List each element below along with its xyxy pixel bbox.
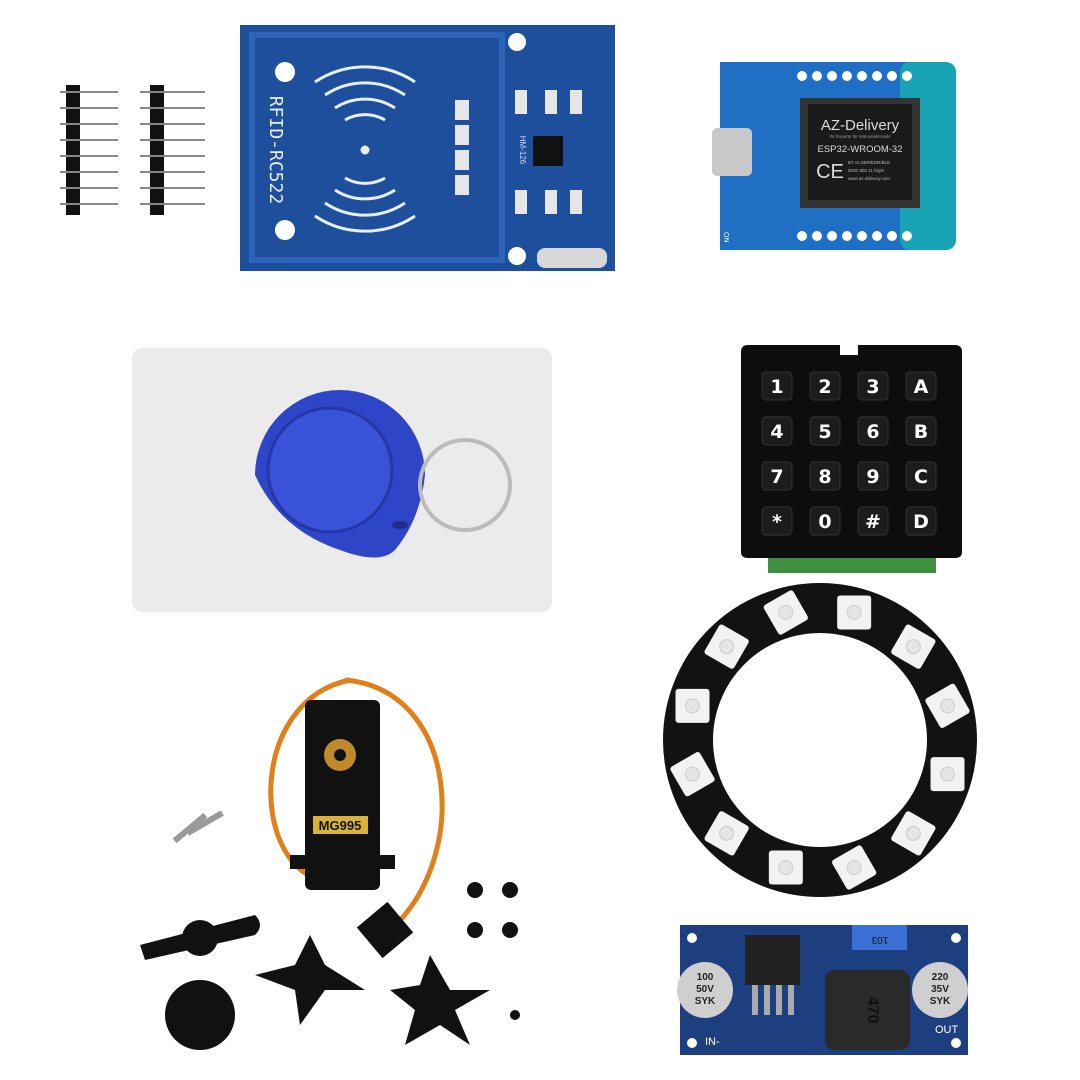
keypad-key-label: 5 (818, 421, 831, 443)
inductor-label: 470 (864, 997, 881, 1024)
keypad-key-label: A (914, 376, 929, 398)
svg-text:100: 100 (697, 972, 714, 983)
keypad-key (905, 506, 937, 536)
keypad-key-label: * (772, 511, 782, 533)
brand-label: AZ-Delivery (821, 117, 900, 134)
keypad-key-label: # (865, 511, 881, 533)
output-capacitor (912, 962, 968, 1018)
esp32-d1-mini-board: AZ-Delivery Ihr Experte für Mikroelektro… (712, 62, 956, 250)
servo-connector (356, 901, 414, 959)
keypad-key-label: D (913, 511, 929, 533)
keypad-key-label: 6 (866, 421, 879, 443)
url-label: www.az-delivery.com (848, 176, 890, 181)
antenna-waves-icon (314, 65, 416, 233)
keypad-key-label: 2 (818, 376, 831, 398)
rfid-rc522-board: RFID-RC522 HM-126 (240, 25, 615, 271)
keypad-4x4: 1 2 3 A 4 5 6 B 7 8 9 C * 0 # D (741, 345, 962, 573)
spec-2: IEEE 802.11 b/g/n (848, 168, 885, 173)
keypad-key-label: 9 (866, 466, 879, 488)
servo-label: MG995 (319, 818, 362, 833)
svg-text:35V: 35V (931, 984, 949, 995)
keypad-key (857, 416, 889, 446)
keypad-key (761, 416, 793, 446)
on-led-label: ON (722, 232, 729, 243)
rfid-chip (533, 136, 563, 166)
keypad-key (857, 371, 889, 401)
key-ring (418, 438, 512, 532)
rfid-card (132, 348, 552, 612)
servo-horns (140, 882, 520, 1050)
pin-headers (60, 85, 205, 215)
ce-mark: CE (816, 161, 844, 183)
keypad-key-label: 8 (818, 466, 831, 488)
keypad-key (905, 416, 937, 446)
in-label: IN- (705, 1036, 720, 1048)
keypad-key-label: C (914, 466, 928, 488)
keypad-key (857, 461, 889, 491)
module-label: ESP32-WROOM-32 (818, 144, 903, 155)
trim-pot (852, 925, 907, 950)
keypad-key-label: 1 (770, 376, 783, 398)
brand-tagline: Ihr Experte für Mikroelektronik! (829, 134, 890, 139)
neopixel-led-ring (663, 583, 977, 897)
crystal (537, 248, 607, 268)
keypad-key-label: B (914, 421, 928, 443)
keypad-key (809, 416, 841, 446)
rfid-model-label: HM-126 (518, 136, 527, 165)
keypad-key-label: 3 (866, 376, 879, 398)
keypad-key (809, 371, 841, 401)
usb-c-port (712, 128, 752, 176)
out-label: OUT (935, 1024, 959, 1036)
svg-text:50V: 50V (696, 984, 714, 995)
svg-text:SYK: SYK (695, 996, 716, 1007)
svg-text:220: 220 (932, 972, 949, 983)
mg995-servo: MG995 (140, 677, 520, 1050)
keypad-key (761, 371, 793, 401)
lm2596-buck-converter: 103 470 100 50V SYK 220 35V SYK IN- OUT (677, 925, 968, 1055)
spec-1: BT v4.2BR/EDR/BLE (848, 160, 890, 165)
keypad-key (761, 461, 793, 491)
keypad-key-label: 4 (770, 421, 783, 443)
inductor (825, 970, 910, 1050)
pot-label: 103 (871, 934, 888, 945)
keypad-key (809, 506, 841, 536)
esp32-module (808, 104, 912, 200)
keypad-key (905, 461, 937, 491)
keypad-key (809, 461, 841, 491)
rfid-label: RFID-RC522 (265, 96, 286, 204)
keypad-key-label: 7 (770, 466, 783, 488)
svg-text:SYK: SYK (930, 996, 951, 1007)
keypad-key (761, 506, 793, 536)
keypad-key (857, 506, 889, 536)
keypad-key-label: 0 (818, 511, 831, 533)
keypad-key (905, 371, 937, 401)
input-capacitor (677, 962, 733, 1018)
screws (172, 810, 224, 844)
